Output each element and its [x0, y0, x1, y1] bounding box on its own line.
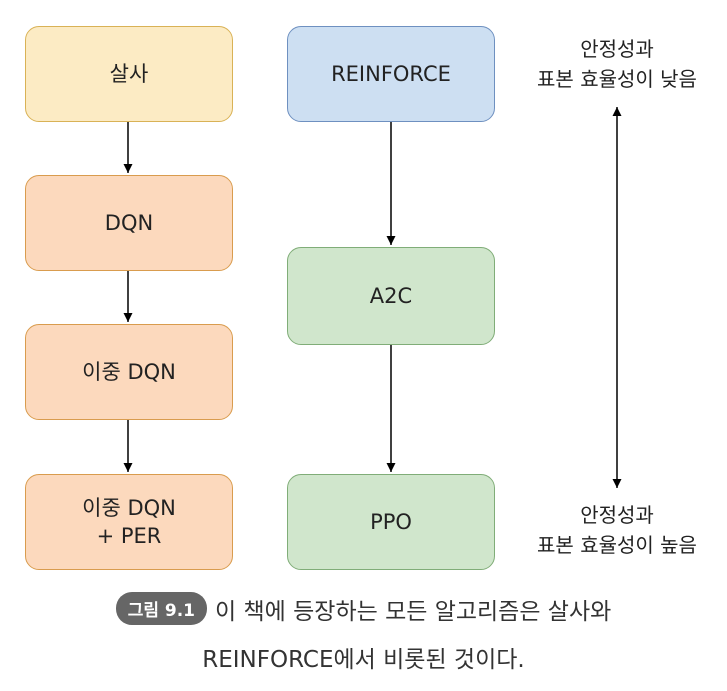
axis-bottom-label-line2: 표본 효율성이 높음 [537, 533, 697, 557]
axis-bottom-label-line1: 안정성과 [580, 503, 654, 527]
node-a2c: A2C [287, 247, 495, 345]
node-dqn: DQN [25, 175, 233, 271]
figure-badge: 그림 9.1 [115, 592, 208, 625]
node-double-dqn: 이중 DQN [25, 324, 233, 420]
caption-line2: REINFORCE에서 비롯된 것이다. [202, 647, 525, 673]
axis-top-label: 안정성과 표본 효율성이 낮음 [520, 34, 714, 94]
axis-bottom-label: 안정성과 표본 효율성이 높음 [520, 500, 714, 560]
figure-caption-line2: REINFORCE에서 비롯된 것이다. [0, 640, 727, 674]
figure-caption: 그림 9.1 이 책에 등장하는 모든 알고리즘은 살사와 [0, 592, 727, 626]
axis-top-label-line2: 표본 효율성이 낮음 [537, 67, 697, 91]
node-reinforce: REINFORCE [287, 26, 495, 122]
node-sarsa: 살사 [25, 26, 233, 122]
caption-line1: 이 책에 등장하는 모든 알고리즘은 살사와 [215, 599, 612, 625]
node-double-dqn-per: 이중 DQN + PER [25, 474, 233, 570]
axis-top-label-line1: 안정성과 [580, 37, 654, 61]
node-ppo: PPO [287, 474, 495, 570]
